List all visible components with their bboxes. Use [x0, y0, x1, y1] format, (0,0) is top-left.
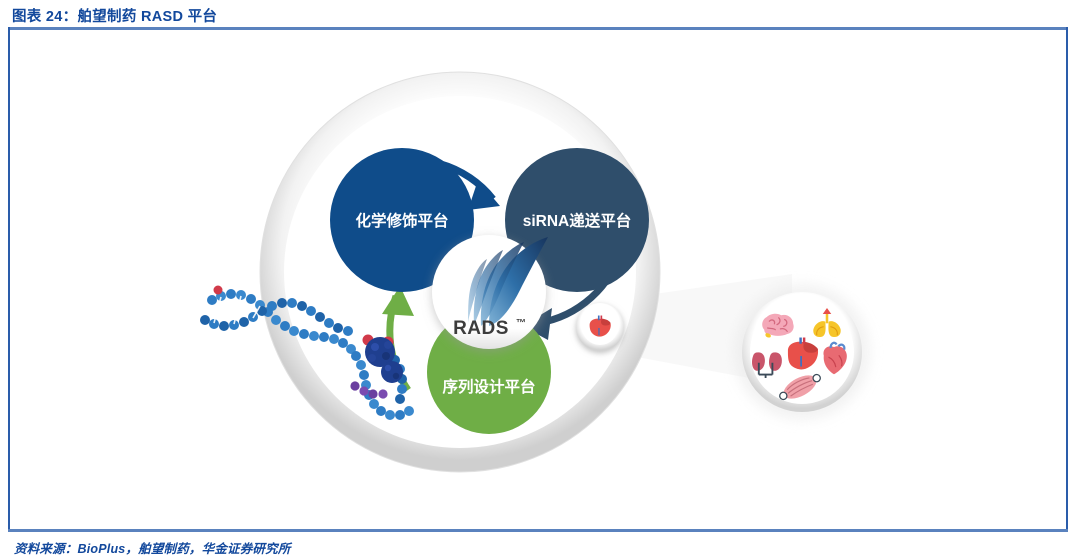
platform-circle-sequence-design[interactable]: 序列设计平台: [427, 310, 551, 434]
liver-badge[interactable]: [576, 303, 624, 351]
kidneys-icon: [752, 352, 782, 379]
muscle-icon: [779, 373, 821, 401]
liver-panel-icon: [787, 337, 819, 370]
organ-panel[interactable]: [734, 284, 870, 420]
frame-border-left: [8, 27, 10, 531]
helix-conjugate-cluster: [365, 337, 403, 383]
lungs-icon: [813, 308, 841, 338]
frame-border-right: [1066, 27, 1068, 531]
rads-label: RADS: [453, 318, 509, 339]
footer-divider: [8, 529, 1068, 532]
platform-label-sequence-design: 序列设计平台: [442, 377, 535, 396]
platform-label-chemical-modification: 化学修饰平台: [355, 211, 448, 230]
helix-base-red: [213, 285, 223, 295]
liver-icon: [589, 315, 611, 337]
rasd-platform-diagram: 化学修饰平台 siRNA递送平台 序列设计平台: [0, 34, 1076, 526]
wing-logo-icon: [468, 237, 548, 326]
figure-source: 资料来源：BioPlus，舶望制药，华金证券研究所: [14, 542, 291, 556]
sirna-double-helix-icon: [200, 285, 414, 420]
platform-label-sirna-delivery: siRNA递送平台: [523, 211, 632, 230]
rads-trademark: ™: [516, 318, 526, 329]
brain-icon: [762, 313, 794, 338]
platform-circle-chemical-modification[interactable]: 化学修饰平台: [330, 148, 474, 292]
platform-circle-sirna-delivery[interactable]: siRNA递送平台: [505, 148, 649, 292]
rads-hub[interactable]: RADS ™: [432, 235, 548, 349]
title-divider: [8, 27, 1068, 30]
heart-icon: [823, 341, 847, 375]
page-title: 图表 24：舶望制药 RASD 平台: [12, 9, 218, 25]
helix-linker: [350, 381, 388, 399]
